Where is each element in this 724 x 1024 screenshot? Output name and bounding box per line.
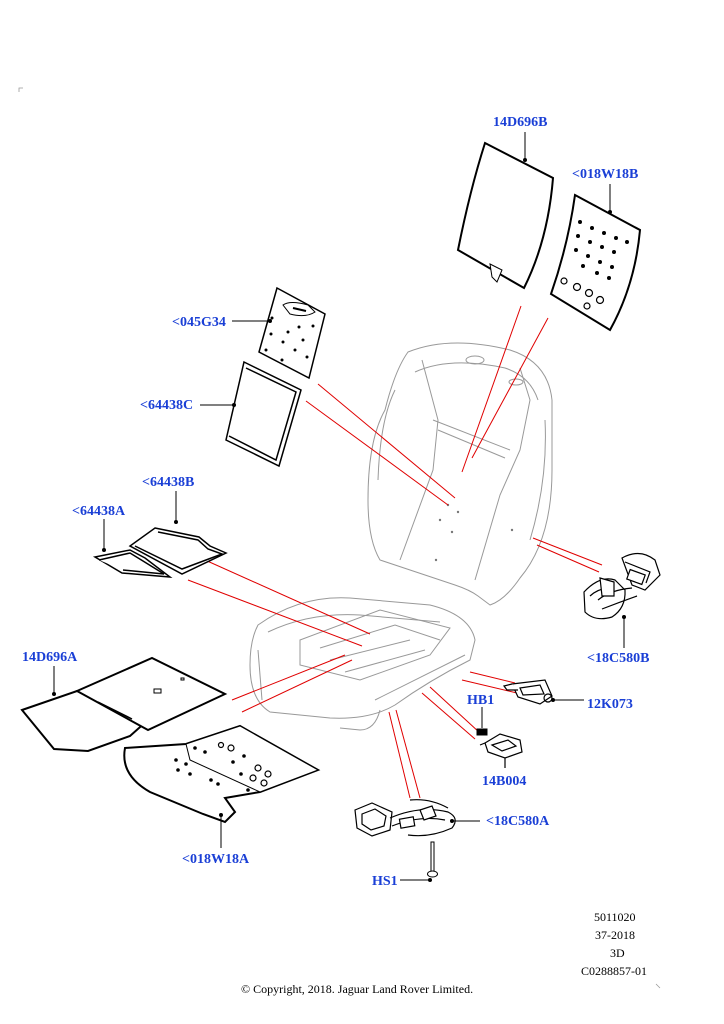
seat-back-outline [367, 342, 553, 606]
back-sensor-mat [549, 193, 642, 332]
back-wiring-harness [583, 552, 661, 620]
callout-HB1[interactable]: HB1 [467, 693, 495, 708]
cushion-pad-a [92, 549, 173, 578]
back-plate [258, 286, 326, 380]
callout-64438C[interactable]: <64438C [140, 398, 194, 413]
callout-64438A[interactable]: <64438A [72, 504, 126, 519]
control-module [479, 733, 523, 768]
back-heater-mat [456, 141, 555, 290]
callout-HS1[interactable]: HS1 [372, 874, 398, 889]
seat-back-holes [434, 503, 514, 562]
bolt-hb1 [476, 707, 488, 736]
screw-hs1 [427, 841, 438, 878]
diagram-ref-code: C0288857-01 [581, 964, 647, 978]
callout-018W18A[interactable]: <018W18A [182, 852, 250, 867]
callout-018W18B[interactable]: <018W18B [572, 167, 639, 182]
cushion-wiring-harness [354, 799, 456, 837]
diagram-ref-view: 3D [610, 946, 625, 960]
diagram-ref-number: 5011020 [594, 910, 636, 924]
callout-64438B[interactable]: <64438B [142, 475, 195, 490]
callout-14D696B[interactable]: 14D696B [493, 115, 548, 130]
sensor-module [502, 679, 553, 705]
leader-lines [187, 305, 603, 799]
callout-045G34[interactable]: <045G34 [172, 315, 226, 330]
callout-18C580B[interactable]: <18C580B [587, 651, 650, 666]
callout-14B004[interactable]: 14B004 [482, 774, 527, 789]
seat-cushion-outline [249, 597, 476, 731]
callout-14D696A[interactable]: 14D696A [22, 650, 78, 665]
cushion-sensor-mat [123, 724, 321, 824]
back-pad [225, 360, 302, 468]
diagram-ref-date: 37-2018 [595, 928, 635, 942]
copyright-notice: © Copyright, 2018. Jaguar Land Rover Lim… [241, 982, 474, 996]
callout-18C580A[interactable]: <18C580A [486, 814, 550, 829]
cushion-pad-b [128, 527, 228, 575]
callout-12K073[interactable]: 12K073 [587, 697, 633, 712]
cushion-heater-mat [20, 656, 228, 753]
